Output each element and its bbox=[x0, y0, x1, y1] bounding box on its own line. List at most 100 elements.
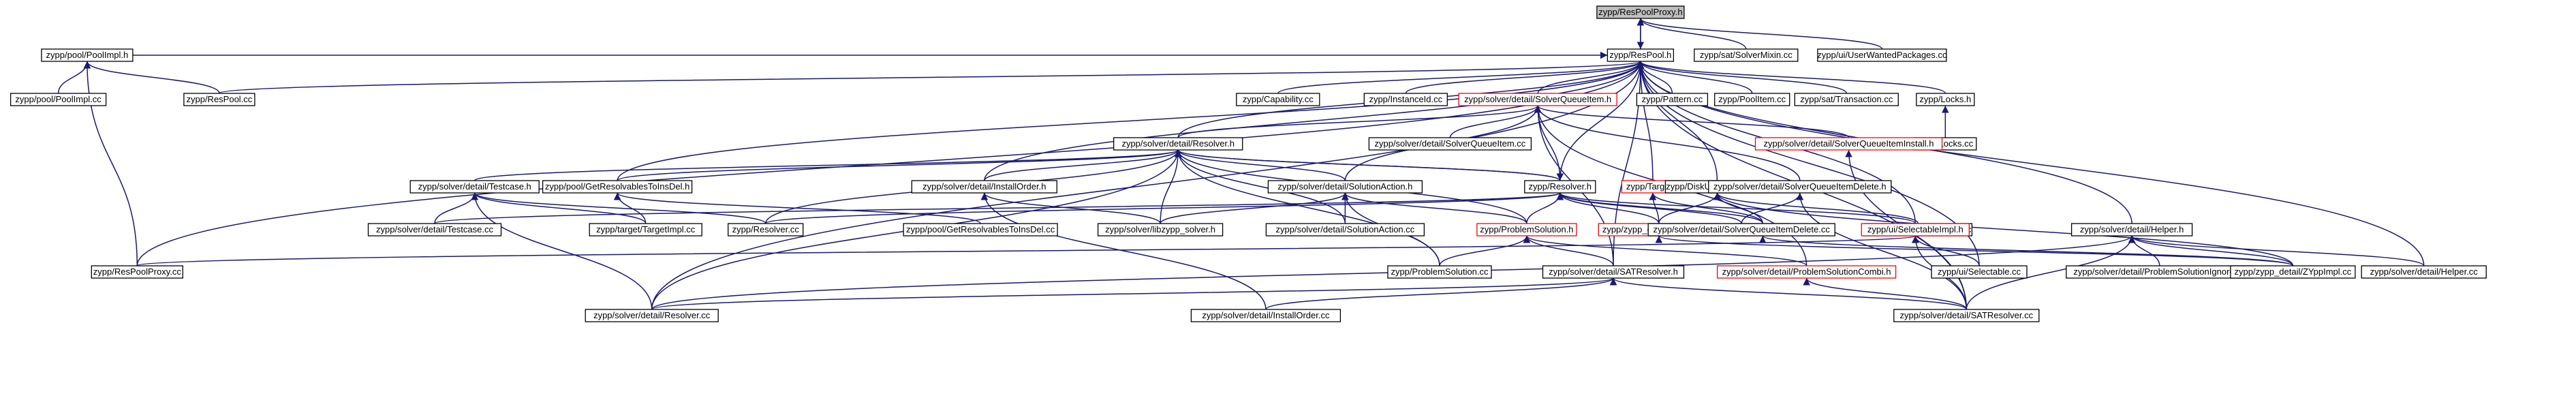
node-label: zypp/Capability.cc bbox=[1243, 94, 1314, 104]
node-box bbox=[1714, 93, 1790, 106]
node-label: zypp/Resolver.cc bbox=[732, 224, 800, 234]
node-resolver-h[interactable]: zypp/Resolver.h bbox=[1524, 180, 1596, 194]
edge-solverqueueitem-h-to-sqi-delete-h bbox=[1534, 105, 1801, 181]
node-poolimpl-cc[interactable]: zypp/pool/PoolImpl.cc bbox=[10, 93, 107, 106]
node-respoolproxy-cc[interactable]: zypp/ResPoolProxy.cc bbox=[91, 265, 183, 279]
node-label: zypp/pool/GetResolvablesToInsDel.h bbox=[545, 181, 689, 192]
node-label: zypp/solver/detail/SATResolver.h bbox=[1549, 266, 1678, 277]
node-label: zypp/solver/detail/SolverQueueItem.cc bbox=[1374, 138, 1525, 149]
node-box bbox=[1716, 265, 1897, 279]
node-solverqueueitem-cc[interactable]: zypp/solver/detail/SolverQueueItem.cc bbox=[1368, 137, 1532, 151]
node-label: zypp/solver/detail/InstallOrder.h bbox=[922, 181, 1046, 192]
node-label: zypp/ui/Selectable.cc bbox=[1938, 266, 2021, 277]
node-installorder-h[interactable]: zypp/solver/detail/InstallOrder.h bbox=[911, 180, 1057, 194]
edge-respool-h-to-locks-h bbox=[1636, 61, 1946, 94]
node-solver-resolver-h[interactable]: zypp/solver/detail/Resolver.h bbox=[1113, 137, 1243, 151]
node-label: zypp/Pattern.cc bbox=[1642, 94, 1703, 104]
node-selectableimpl-h[interactable]: zypp/ui/SelectableImpl.h bbox=[1861, 223, 1970, 237]
node-box bbox=[585, 309, 719, 322]
edge-solverqueueitem-h-to-solver-resolver-h bbox=[1177, 105, 1542, 138]
edge-resolver-h-to-selectableimpl-h bbox=[1556, 192, 1917, 224]
node-solvermixin-cc[interactable]: zypp/sat/SolverMixin.cc bbox=[1694, 48, 1799, 62]
edge-solver-resolver-h-to-solutionaction-h bbox=[1175, 149, 1346, 181]
node-label: zypp/ResPoolProxy.h bbox=[1598, 7, 1682, 17]
node-box bbox=[183, 93, 255, 106]
node-label: zypp/solver/detail/InstallOrder.cc bbox=[1202, 310, 1330, 320]
edge-solverqueueitem-h-to-sqi-install-h bbox=[1534, 105, 1850, 138]
node-box bbox=[1113, 137, 1243, 151]
node-helper-h[interactable]: zypp/solver/detail/Helper.h bbox=[2070, 223, 2193, 237]
node-box bbox=[2230, 265, 2356, 279]
node-sqi-delete-cc[interactable]: zypp/solver/detail/SolverQueueItemDelete… bbox=[1647, 223, 1835, 237]
node-userwanted-cc[interactable]: zypp/ui/UserWantedPackages.cc bbox=[1817, 48, 1947, 62]
node-label: zypp/PoolItem.cc bbox=[1718, 94, 1786, 104]
edge-solutionaction-h-to-problemsolution-h bbox=[1341, 192, 1527, 224]
node-sqi-install-h[interactable]: zypp/solver/detail/SolverQueueItemInstal… bbox=[1754, 137, 1943, 151]
node-label: zypp/solver/detail/Testcase.h bbox=[418, 181, 531, 192]
node-capability-cc[interactable]: zypp/Capability.cc bbox=[1236, 93, 1320, 106]
edge-solver-resolver-h-to-installorder-h bbox=[984, 149, 1182, 181]
edge-satresolver-h-to-solver-resolver-cc bbox=[651, 277, 1617, 310]
node-label: zypp/ui/SelectableImpl.h bbox=[1867, 224, 1964, 234]
node-solverqueueitem-h[interactable]: zypp/solver/detail/SolverQueueItem.h bbox=[1458, 93, 1617, 106]
node-poolitem-cc[interactable]: zypp/PoolItem.cc bbox=[1714, 93, 1790, 106]
node-transaction-cc[interactable]: zypp/sat/Transaction.cc bbox=[1794, 93, 1899, 106]
node-testcase-cc[interactable]: zypp/solver/detail/Testcase.cc bbox=[367, 223, 502, 237]
node-problemsolution-h[interactable]: zypp/ProblemSolution.h bbox=[1476, 223, 1577, 237]
node-label: zypp/ResPool.h bbox=[1609, 50, 1671, 60]
node-helper-cc[interactable]: zypp/solver/detail/Helper.cc bbox=[2361, 265, 2487, 279]
node-label: zypp/solver/detail/SolverQueueItemDelete… bbox=[1713, 181, 1887, 192]
edge-respool-h-to-getresolvables-h bbox=[617, 61, 1644, 181]
node-problemsolutionignore-cc[interactable]: zypp/solver/detail/ProblemSolutionIgnore… bbox=[2066, 265, 2254, 279]
node-instanceid-cc[interactable]: zypp/InstanceId.cc bbox=[1363, 93, 1448, 106]
node-label: zypp/ProblemSolution.h bbox=[1480, 224, 1573, 234]
node-getresolvables-cc[interactable]: zypp/pool/GetResolvablesToInsDel.cc bbox=[903, 223, 1058, 237]
node-box bbox=[1607, 48, 1675, 62]
node-libzypp-solver[interactable]: zypp/solver/libzypp_solver.h bbox=[1097, 223, 1224, 237]
node-box bbox=[1647, 223, 1835, 237]
node-solver-resolver-cc[interactable]: zypp/solver/detail/Resolver.cc bbox=[585, 309, 719, 322]
edge-respool-h-to-transaction-cc bbox=[1636, 61, 1848, 94]
node-box bbox=[1596, 5, 1685, 19]
node-pattern-cc[interactable]: zypp/Pattern.cc bbox=[1636, 93, 1709, 106]
edge-poolimpl-h-to-respoolproxy-cc bbox=[83, 61, 138, 266]
node-box bbox=[41, 48, 134, 62]
node-box bbox=[728, 223, 804, 237]
node-resolver-cc[interactable]: zypp/Resolver.cc bbox=[728, 223, 804, 237]
edge-respool-h-to-respool-cc bbox=[219, 61, 1644, 94]
node-respool-cc[interactable]: zypp/ResPool.cc bbox=[183, 93, 255, 106]
edge-respool-h-to-resolver-h bbox=[1559, 61, 1645, 181]
edge-satresolver-h-to-installorder-cc bbox=[1265, 277, 1617, 310]
edge-target-h-to-zyppimpl-h bbox=[1649, 192, 1660, 224]
node-box bbox=[1458, 93, 1617, 106]
node-sqi-delete-h[interactable]: zypp/solver/detail/SolverQueueItemDelete… bbox=[1708, 180, 1892, 194]
node-box bbox=[1754, 137, 1943, 151]
edge-getresolvables-h-to-getresolvables-cc bbox=[614, 192, 981, 224]
node-testcase-h[interactable]: zypp/solver/detail/Testcase.h bbox=[409, 180, 540, 194]
node-label: zypp/solver/detail/ProblemSolutionCombi.… bbox=[1722, 266, 1891, 277]
node-respool-h[interactable]: zypp/ResPool.h bbox=[1607, 48, 1675, 62]
node-solutionaction-cc[interactable]: zypp/solver/detail/SolutionAction.cc bbox=[1265, 223, 1425, 237]
node-satresolver-h[interactable]: zypp/solver/detail/SATResolver.h bbox=[1542, 265, 1685, 279]
node-box bbox=[1265, 223, 1425, 237]
edge-poolimpl-h-to-poolimpl-cc bbox=[57, 61, 91, 94]
edge-selectableimpl-h-to-respoolproxy-cc bbox=[136, 235, 1919, 266]
node-zyppimpl-cc[interactable]: zypp/zypp_detail/ZYppImpl.cc bbox=[2230, 265, 2356, 279]
edge-target-h-to-zypp-h bbox=[1649, 192, 1763, 224]
node-satresolver-cc[interactable]: zypp/solver/detail/SATResolver.cc bbox=[1893, 309, 2040, 322]
node-problemsolutioncombi-h[interactable]: zypp/solver/detail/ProblemSolutionCombi.… bbox=[1716, 265, 1897, 279]
node-solutionaction-h[interactable]: zypp/solver/detail/SolutionAction.h bbox=[1267, 180, 1423, 194]
edge-testcase-h-to-resolver-cc bbox=[471, 192, 766, 224]
node-problemsolution-cc[interactable]: zypp/ProblemSolution.cc bbox=[1387, 265, 1492, 279]
node-respoolproxy-h[interactable]: zypp/ResPoolProxy.h bbox=[1596, 5, 1685, 19]
node-poolimpl-h[interactable]: zypp/pool/PoolImpl.h bbox=[41, 48, 134, 62]
node-getresolvables-h[interactable]: zypp/pool/GetResolvablesToInsDel.h bbox=[542, 180, 693, 194]
node-locks-h[interactable]: zypp/Locks.h bbox=[1916, 93, 1975, 106]
node-installorder-cc[interactable]: zypp/solver/detail/InstallOrder.cc bbox=[1190, 309, 1341, 322]
edge-problemsolutioncombi-h-to-satresolver-cc bbox=[1803, 277, 1968, 310]
node-selectable-cc[interactable]: zypp/ui/Selectable.cc bbox=[1931, 265, 2028, 279]
node-targetimpl-cc[interactable]: zypp/target/TargetImpl.cc bbox=[589, 223, 702, 237]
edge-helper-h-to-zyppimpl-cc bbox=[2128, 235, 2294, 266]
edge-resolver-h-to-resolver-cc bbox=[764, 192, 1564, 224]
node-label: zypp/ResPoolProxy.cc bbox=[93, 266, 182, 277]
